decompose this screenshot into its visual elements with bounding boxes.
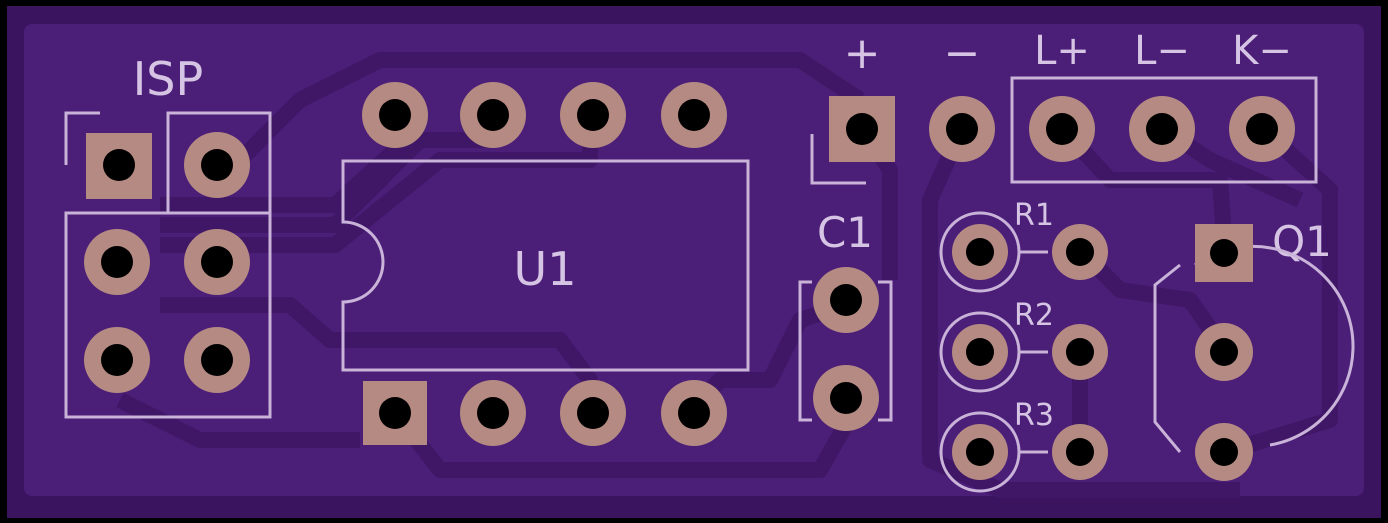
u1-dip8[interactable]: U1 <box>341 82 750 446</box>
u1-pin-4 <box>661 380 727 446</box>
q1-pin-1-drill <box>1210 239 1238 267</box>
r1-pin-1 <box>952 224 1008 280</box>
isp-silk-body <box>64 211 272 419</box>
r3-pin-2 <box>1052 424 1108 480</box>
c1-pin-1 <box>813 267 879 333</box>
led-connector-silk <box>1010 76 1318 184</box>
label-plus: + <box>844 28 881 79</box>
q1-transistor[interactable]: Q1 <box>1153 217 1355 481</box>
r2-pin-2 <box>1052 324 1108 380</box>
label-minus: − <box>944 28 981 79</box>
r2-pin-1 <box>952 324 1008 380</box>
u1-pin-1-drill <box>379 397 411 429</box>
u1-label: U1 <box>514 242 577 296</box>
isp-label: ISP <box>133 52 204 106</box>
u1-pin-3 <box>560 380 626 446</box>
isp-header[interactable]: ISP <box>64 52 272 419</box>
isp-pin1-marker <box>64 111 100 165</box>
c1-silk-left <box>798 280 812 422</box>
c1-pin-2 <box>813 365 879 431</box>
r3-resistor[interactable]: R3 <box>939 398 1108 493</box>
u1-pin-8 <box>362 82 428 148</box>
r2-label: R2 <box>1014 298 1054 333</box>
r3-label: R3 <box>1014 398 1054 433</box>
q1-pin-3 <box>1195 423 1253 481</box>
u1-pin-7 <box>460 82 526 148</box>
isp-pin-3 <box>84 229 150 295</box>
isp-pin-1-drill <box>103 149 135 181</box>
isp-pin-5 <box>84 327 150 393</box>
power-pin1-marker <box>810 134 866 185</box>
u1-pin-6 <box>560 82 626 148</box>
isp-silk-upper <box>166 111 272 213</box>
r1-pin-2 <box>1052 224 1108 280</box>
q1-pin-2 <box>1195 323 1253 381</box>
r2-resistor[interactable]: R2 <box>939 298 1108 393</box>
c1-label: C1 <box>817 208 873 257</box>
u1-pin-5 <box>661 82 727 148</box>
isp-pin-6 <box>184 327 250 393</box>
r1-resistor[interactable]: R1 <box>939 198 1108 293</box>
c1-silk-right <box>878 280 893 422</box>
c1-capacitor[interactable]: C1 <box>798 208 893 431</box>
isp-pin-2 <box>184 132 250 198</box>
led-pin-l-plus <box>1029 96 1095 162</box>
u1-pin-2 <box>460 380 526 446</box>
power-led-connector[interactable]: + − L+ L− K− <box>810 28 1318 185</box>
power-pin-plus-drill <box>846 113 878 145</box>
r1-label: R1 <box>1014 198 1054 233</box>
u1-silk-body <box>341 159 750 372</box>
isp-pin-4 <box>184 229 250 295</box>
label-k-minus: K− <box>1232 28 1292 74</box>
led-pin-k-minus <box>1229 96 1295 162</box>
r3-pin-1 <box>952 424 1008 480</box>
power-pin-minus <box>929 96 995 162</box>
copper-pour <box>24 24 1364 496</box>
label-l-plus: L+ <box>1034 28 1090 74</box>
label-l-minus: L− <box>1134 28 1190 74</box>
led-pin-l-minus <box>1129 96 1195 162</box>
